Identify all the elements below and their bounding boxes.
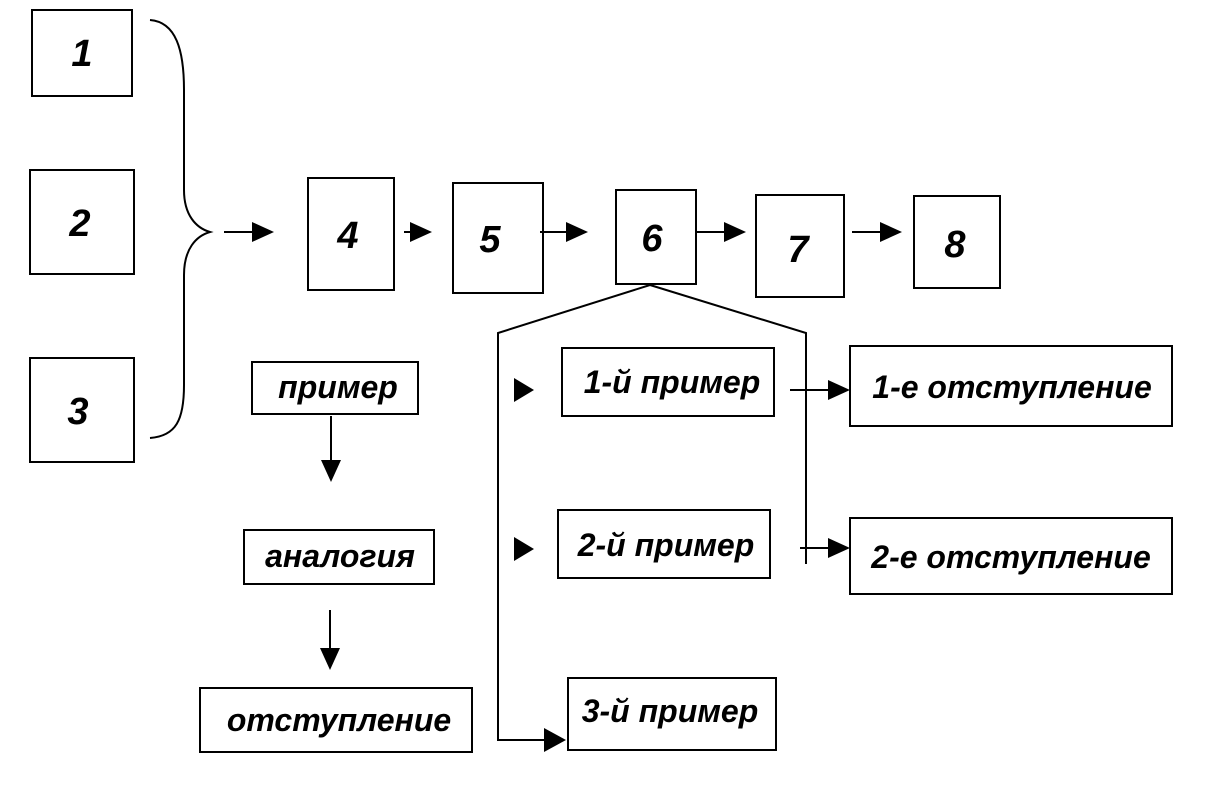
arrow-to-digression-2: [800, 538, 850, 558]
arrow-7-to-8: [852, 222, 902, 242]
box-step-7: 7: [755, 194, 845, 298]
box-step-6: 6: [615, 189, 697, 285]
box-digression-1: 1-е отступление: [849, 345, 1173, 427]
box-example-2: 2-й пример: [557, 509, 771, 579]
step-2-label: 2: [68, 203, 90, 245]
example-2-label: 2-й пример: [577, 527, 755, 563]
step-7-label: 7: [787, 229, 810, 271]
example-label: пример: [278, 369, 398, 405]
arrow-example-to-analogy: [321, 416, 341, 482]
digression-1-label: 1-е отступление: [872, 369, 1151, 405]
example-1-label: 1-й пример: [584, 364, 761, 400]
analogy-label: аналогия: [265, 538, 415, 574]
step-5-label: 5: [479, 219, 501, 261]
box-digression-2: 2-е отступление: [849, 517, 1173, 595]
box-step-3: 3: [29, 357, 135, 463]
arrow-to-example-3: [544, 728, 566, 752]
step-3-label: 3: [67, 391, 88, 433]
step-8-label: 8: [944, 224, 966, 266]
arrow-analogy-to-digression: [320, 610, 340, 670]
box-digression: отступление: [199, 687, 473, 753]
arrow-to-example-1: [514, 378, 534, 402]
box-example-1: 1-й пример: [561, 347, 775, 417]
arrow-to-example-2: [514, 537, 534, 561]
box-step-1: 1: [31, 9, 133, 97]
box-example: пример: [251, 361, 419, 415]
example-3-label: 3-й пример: [582, 693, 759, 729]
branch-connector: [497, 284, 651, 741]
arrow-6-to-7: [696, 222, 746, 242]
box-step-2: 2: [29, 169, 135, 275]
branch-connector-right: [649, 284, 807, 564]
arrow-4-to-5: [404, 222, 432, 242]
box-step-5: 5: [452, 182, 544, 294]
box-step-8: 8: [913, 195, 1001, 289]
grouping-brace: [149, 19, 214, 439]
box-example-3: 3-й пример: [567, 677, 777, 751]
arrow-brace-to-4: [224, 222, 274, 242]
arrow-5-to-6: [540, 222, 588, 242]
step-6-label: 6: [641, 218, 663, 260]
step-4-label: 4: [336, 215, 358, 257]
arrow-to-digression-1: [790, 380, 850, 400]
digression-label: отступление: [227, 702, 451, 738]
digression-2-label: 2-е отступление: [870, 539, 1150, 575]
step-1-label: 1: [71, 33, 92, 75]
box-step-4: 4: [307, 177, 395, 291]
box-analogy: аналогия: [243, 529, 435, 585]
